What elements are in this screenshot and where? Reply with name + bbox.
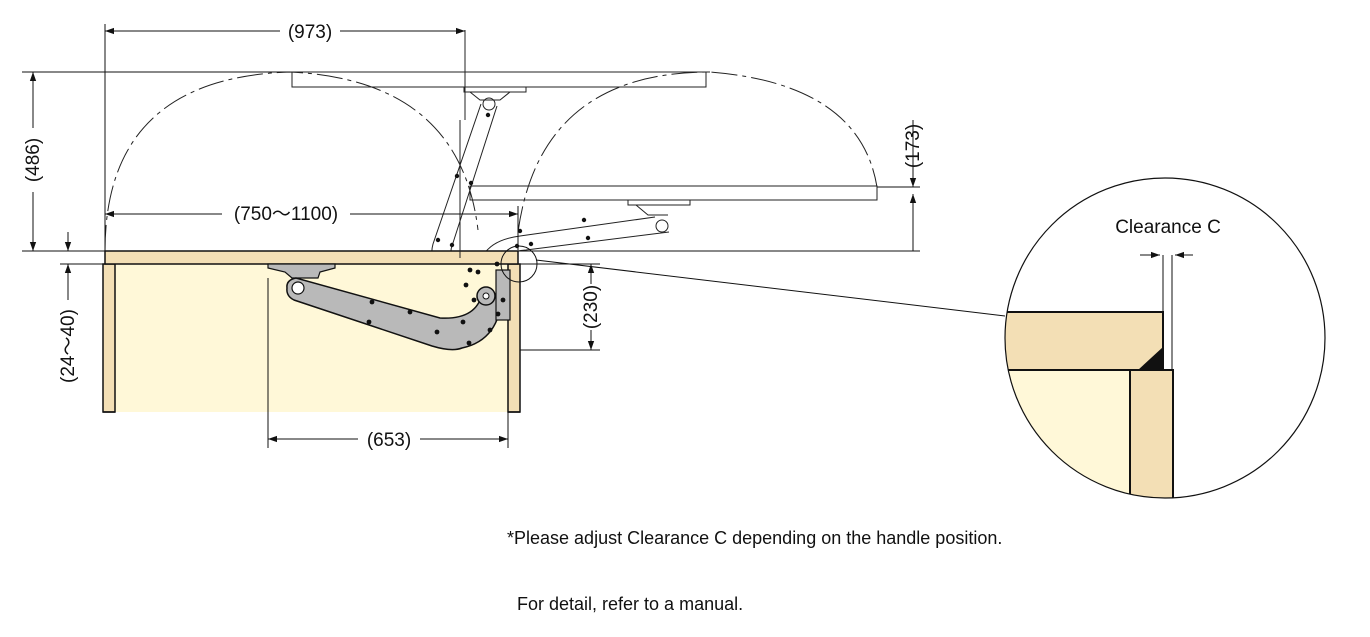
dim-mount-height: (230) <box>581 285 602 329</box>
cabinet-left-wall <box>102 263 116 413</box>
mount-plate <box>267 263 336 279</box>
footnote-line-1: *Please adjust Clearance C depending on … <box>507 528 1003 548</box>
detail-gasket <box>1138 347 1163 370</box>
clearance-detail-view: Clearance C <box>1004 177 1326 499</box>
lift-mechanism-diagram: (973) (486) (750〜1100) (173) (24〜40) (23… <box>22 22 1326 499</box>
dimension-lines <box>22 24 920 448</box>
door-swing-arc-right <box>517 71 878 233</box>
dim-opening-width: (973) <box>288 22 332 43</box>
hinge-bracket <box>495 269 511 321</box>
cabinet-top-panel <box>104 250 519 265</box>
dim-lift-height: (173) <box>903 124 924 168</box>
pivot-lower <box>291 281 305 295</box>
detail-top-panel <box>1005 311 1164 371</box>
dim-mount-depth: (653) <box>367 430 411 451</box>
detail-leader-line <box>535 259 1006 317</box>
dim-door-width-range: (750〜1100) <box>234 204 338 225</box>
footnote: *Please adjust Clearance C depending on … <box>507 483 1002 637</box>
lift-mechanism <box>267 30 591 351</box>
clearance-label: Clearance C <box>1115 217 1221 238</box>
raised-door-top <box>291 71 707 111</box>
dim-opening-height: (486) <box>23 138 44 182</box>
detail-side-wall <box>1129 369 1174 498</box>
main-arm <box>286 277 503 351</box>
mid-door <box>469 185 878 233</box>
footnote-line-2: For detail, refer to a manual. <box>507 594 744 614</box>
dim-panel-thickness-range: (24〜40) <box>58 309 79 383</box>
